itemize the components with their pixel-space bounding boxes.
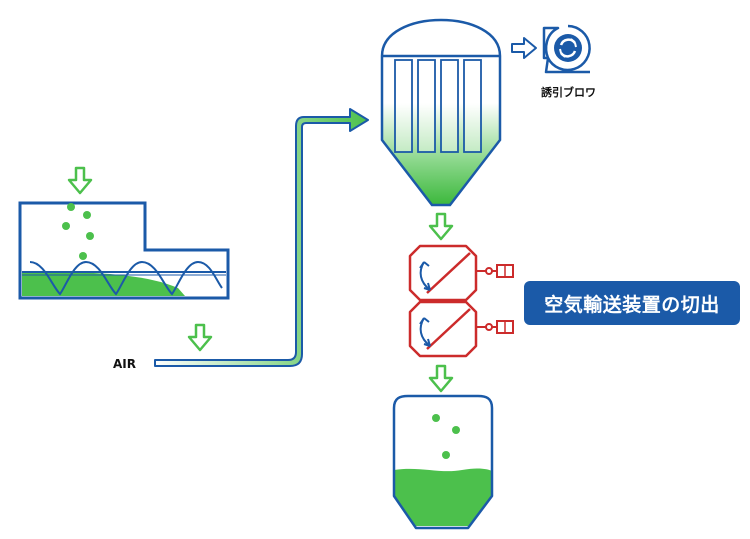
screw-flights bbox=[29, 261, 223, 296]
particle bbox=[62, 222, 70, 230]
filter-bag bbox=[417, 59, 436, 153]
title-badge: 空気輸送装置の切出 bbox=[524, 281, 740, 325]
particle bbox=[442, 451, 450, 459]
particle bbox=[86, 232, 94, 240]
particle bbox=[67, 203, 75, 211]
hopper-material bbox=[394, 468, 492, 526]
conveying-pipe bbox=[154, 108, 369, 367]
down-arrow-icon bbox=[428, 212, 454, 241]
filter-bag bbox=[394, 59, 413, 153]
rotary-valve-upper bbox=[408, 244, 514, 302]
blower-fan-icon bbox=[542, 24, 591, 74]
particle bbox=[452, 426, 460, 434]
right-arrow-icon bbox=[511, 37, 537, 59]
filter-bag bbox=[463, 59, 482, 153]
blower-label: 誘引ブロワ bbox=[541, 85, 596, 99]
down-arrow-icon bbox=[187, 323, 213, 352]
particle bbox=[432, 414, 440, 422]
filter-bag bbox=[440, 59, 459, 153]
down-arrow-icon bbox=[67, 166, 93, 195]
down-arrow-icon bbox=[428, 364, 454, 393]
rotary-valve-lower bbox=[408, 300, 514, 358]
bag-filter-cyclone bbox=[380, 18, 502, 207]
particle bbox=[83, 211, 91, 219]
air-label: AIR bbox=[113, 357, 136, 371]
particle bbox=[79, 252, 87, 260]
screw-feeder bbox=[18, 201, 230, 300]
receiving-hopper bbox=[392, 394, 494, 530]
